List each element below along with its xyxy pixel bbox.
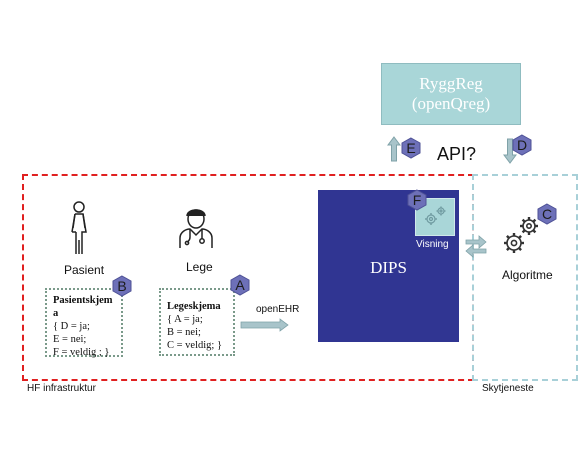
bidirectional-arrow-icon (465, 235, 487, 258)
algoritme-label: Algoritme (502, 268, 553, 282)
algorithm-gears-icon (504, 217, 538, 253)
badge-d-letter: D (516, 137, 528, 153)
pasientskjema-form: Pasientskjem a { D = ja; E = nei; F = ve… (45, 288, 123, 358)
patient-icon (71, 201, 87, 254)
badge-f: F (406, 189, 428, 211)
ryggreg-subtitle: (openQreg) (411, 94, 491, 113)
badge-a: A (229, 274, 251, 296)
cloud-service-label: Skytjeneste (482, 383, 534, 394)
pasientskjema-line: { D = ja; (53, 321, 90, 332)
legeskjema-form: Legeskjema { A = ja; B = nei; C = veldig… (159, 288, 235, 356)
pasientskjema-title-1: Pasientskjem (53, 295, 113, 306)
badge-c-letter: C (541, 206, 553, 222)
doctor-icon (179, 209, 213, 248)
arrow-right-icon (240, 318, 289, 332)
badge-e-letter: E (406, 140, 416, 156)
pasientskjema-line: E = nei; (53, 334, 87, 345)
visning-label: Visning (416, 239, 449, 250)
badge-b-letter: B (117, 278, 127, 294)
cloud-service-boundary (472, 174, 578, 381)
badge-f-letter: F (412, 192, 422, 208)
pasientskjema-line: F = veldig ; } (53, 347, 110, 358)
ryggreg-title: RyggReg (419, 74, 483, 93)
legeskjema-title: Legeskjema (167, 301, 221, 312)
lege-label: Lege (186, 260, 213, 274)
badge-d: D (511, 134, 533, 156)
badge-b: B (111, 275, 133, 297)
legeskjema-line: C = veldig; } (167, 340, 223, 351)
badge-a-letter: A (235, 277, 245, 293)
legeskjema-line: { A = ja; (167, 314, 203, 325)
dips-title: DIPS (370, 258, 407, 277)
openehr-label: openEHR (256, 304, 300, 315)
arrow-up-icon (387, 136, 401, 162)
hf-infrastructure-label: HF infrastruktur (27, 383, 96, 394)
badge-e: E (400, 137, 422, 159)
api-label: API? (437, 144, 477, 164)
pasientskjema-title-2: a (53, 308, 59, 319)
settings-gears-icon (425, 206, 446, 225)
pasient-label: Pasient (64, 263, 105, 277)
badge-c: C (536, 203, 558, 225)
legeskjema-line: B = nei; (167, 327, 201, 338)
ryggreg-box: RyggReg (openQreg) (381, 63, 521, 125)
